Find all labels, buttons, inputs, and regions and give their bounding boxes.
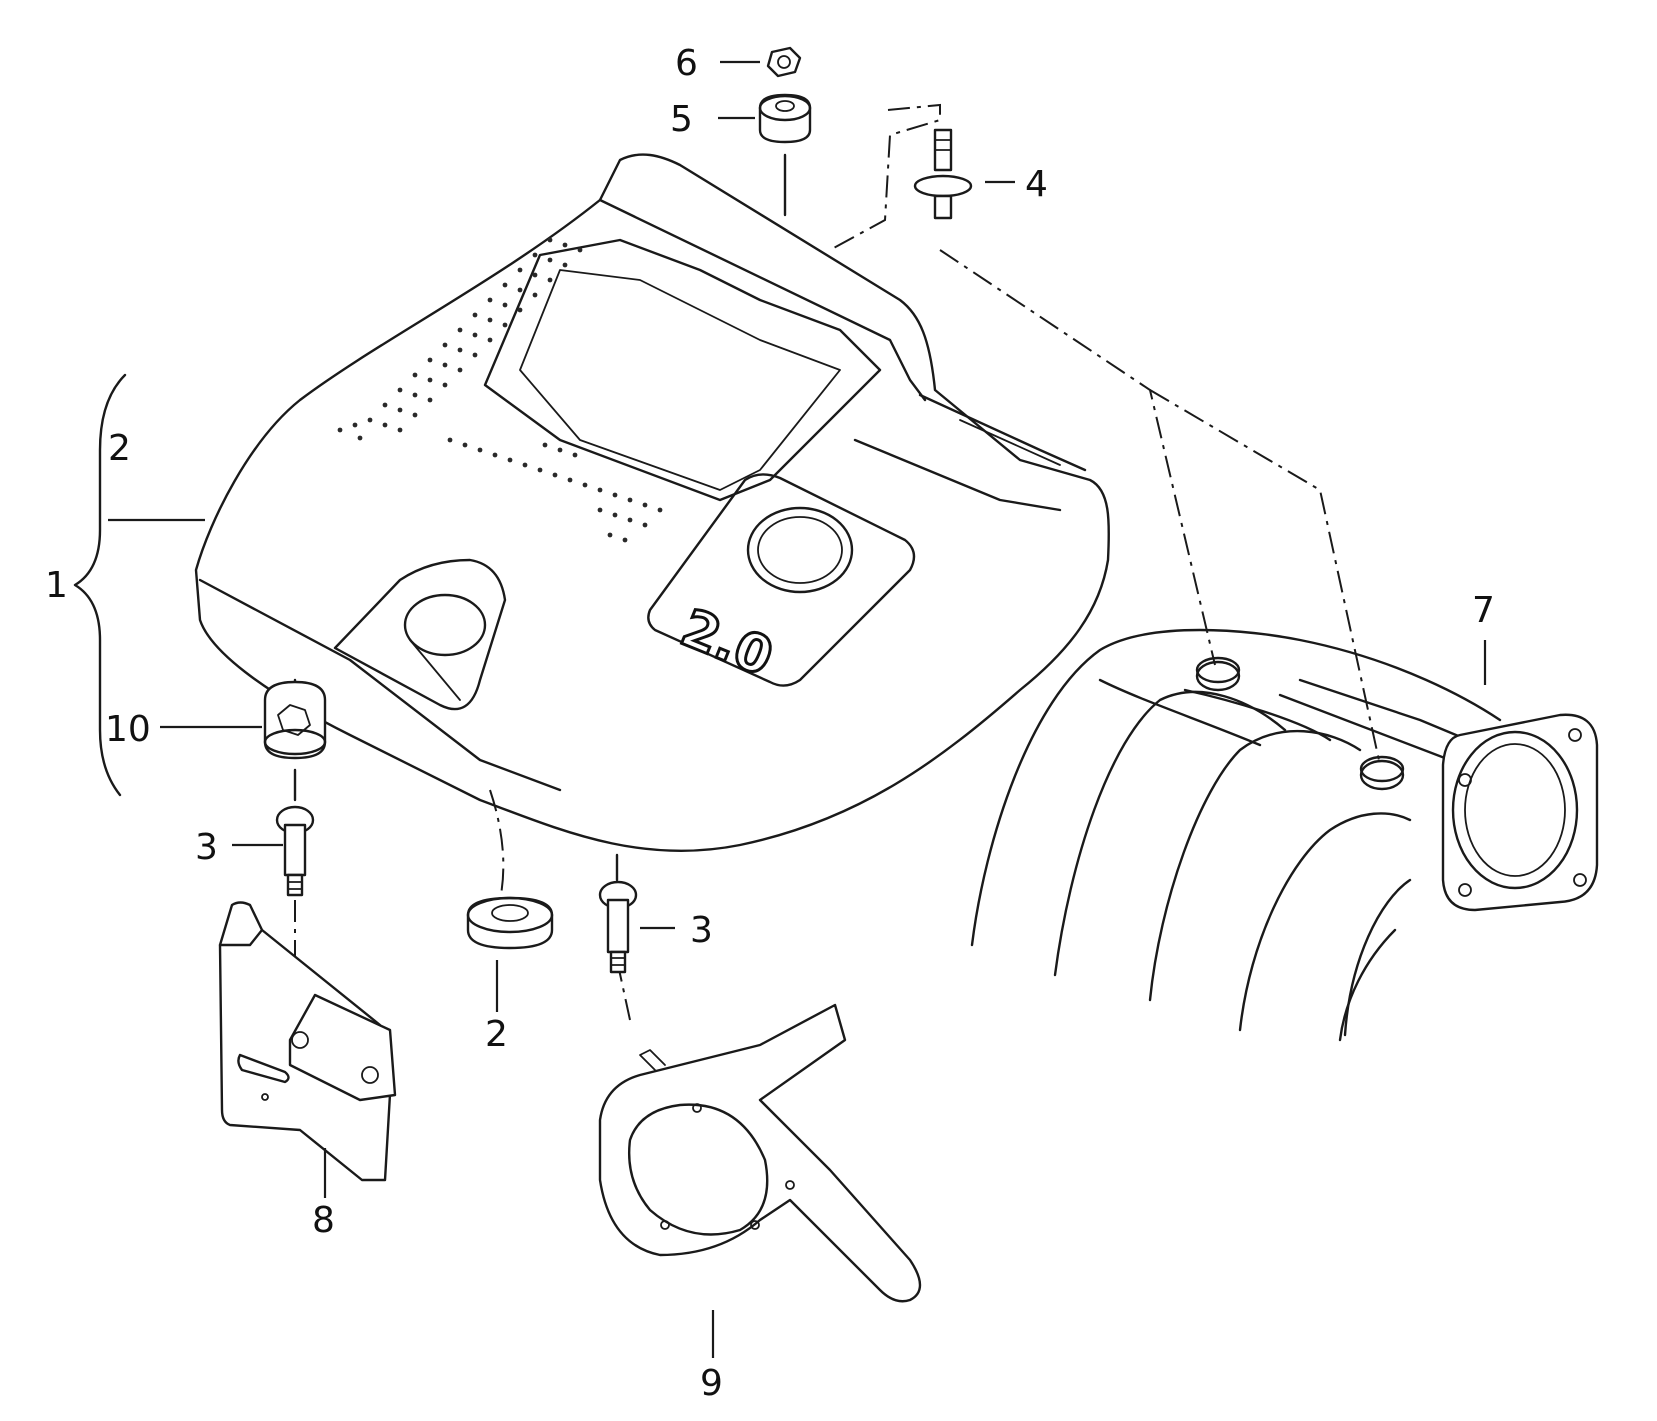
assembly-brace — [73, 373, 127, 797]
assembly-lines — [293, 103, 1381, 1030]
callout-3-left: 3 — [195, 827, 218, 868]
part-3-bolt-right — [598, 880, 638, 974]
callout-2-center: 2 — [485, 1014, 508, 1055]
engine-cover: 2.0 — [194, 153, 1111, 852]
callout-7: 7 — [1472, 590, 1495, 631]
intake-manifold — [970, 628, 1599, 1042]
part-9-gasket — [598, 1003, 922, 1303]
part-2-grommet — [466, 896, 554, 950]
leader-lines — [108, 60, 1487, 1358]
callouts: 6 5 4 7 2 1 10 3 3 2 8 9 — [45, 43, 1495, 1404]
part-4-stud — [913, 128, 973, 220]
callout-5: 5 — [670, 99, 693, 140]
callout-6: 6 — [675, 43, 698, 84]
callout-8: 8 — [312, 1200, 335, 1241]
callout-2-top: 2 — [108, 428, 131, 469]
part-8-bracket — [218, 901, 397, 1182]
callout-10: 10 — [105, 709, 151, 750]
part-6-nut — [766, 46, 802, 78]
callout-9: 9 — [700, 1363, 723, 1404]
part-3-bolt-left — [275, 805, 315, 897]
callout-3-right: 3 — [690, 910, 713, 951]
cover-vent-pattern — [337, 237, 663, 543]
callout-4: 4 — [1025, 164, 1048, 205]
callout-1: 1 — [45, 565, 68, 606]
part-10-retainer — [263, 680, 327, 760]
part-5-grommet — [758, 93, 812, 144]
